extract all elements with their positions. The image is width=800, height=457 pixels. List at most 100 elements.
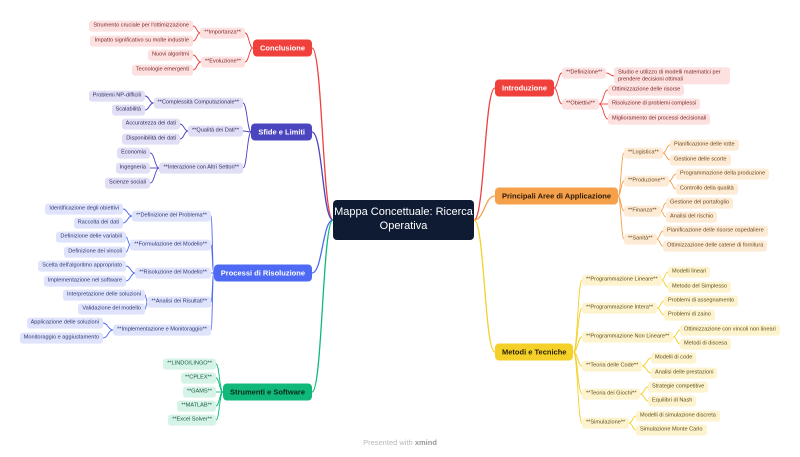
leaf-pianificazione-delle-risorse-ospedaliere[interactable]: Pianificazione delle risorse ospedaliere — [663, 225, 768, 237]
branch-strumenti-e-software[interactable]: Strumenti e Software — [222, 383, 312, 401]
leaf-implementazione-nel-software[interactable]: Implementazione nel software — [43, 275, 126, 287]
leaf-link — [640, 393, 649, 402]
subtopic-link — [553, 87, 563, 105]
subtopic-sanita[interactable]: **Sanità** — [624, 233, 657, 245]
leaf-scelta-dell-algoritmo-appropriato[interactable]: Scelta dell'algoritmo appropriato — [38, 260, 126, 272]
leaf-impatto-significativo-su-molte-industrie[interactable]: Impatto significativo su molte industrie — [90, 35, 193, 47]
leaf-problemi-di-assegnamento[interactable]: Problemi di assegnamento — [664, 295, 739, 307]
subtopic-qualita-dei-dati[interactable]: **Qualità dei Dati** — [188, 125, 243, 137]
leaf-ottimizzazione-delle-risorse[interactable]: Ottimizzazione delle risorse — [608, 84, 685, 96]
leaf-gestione-delle-scorte[interactable]: Gestione delle scorte — [670, 154, 731, 166]
leaf-strumento-cruciale-per-l-ottimizzazione[interactable]: Strumento cruciale per l'ottimizzazione — [89, 20, 193, 32]
leaf-economia[interactable]: Economia — [117, 147, 150, 159]
subtopic-produzione[interactable]: **Produzione** — [624, 175, 670, 187]
subtopic-obiettivi[interactable]: **Obiettivi** — [562, 98, 599, 110]
leaf-link — [192, 54, 202, 63]
leaf-link — [125, 244, 131, 253]
leaf-modelli-lineari[interactable]: Modelli lineari — [668, 266, 711, 278]
leaf-ottimizzazione-con-vincoli-non-lineari[interactable]: Ottimizzazione con vincoli non lineari — [680, 324, 780, 336]
leaf-metodi-di-discesa[interactable]: Metodi di discesa — [680, 338, 732, 350]
leaf-link — [629, 422, 637, 431]
leaf-applicazione-delle-soluzioni[interactable]: Applicazione delle soluzioni — [26, 317, 103, 329]
subtopic-simulazione[interactable]: **Simulazione** — [582, 417, 630, 429]
leaf-identificazione-degli-obiettivi[interactable]: Identificazione degli obiettivi — [45, 203, 123, 215]
leaf-ingegneria[interactable]: Ingegneria — [115, 162, 150, 174]
subtopic-teoria-dei-giochi[interactable]: **Teoria dei Giochi** — [582, 388, 641, 400]
subtopic-implementazione-e-monitoraggio[interactable]: **Implementazione e Monitoraggio** — [113, 324, 211, 336]
subtopic-link — [242, 131, 252, 169]
leaf-gams[interactable]: **GAMS** — [182, 386, 216, 398]
branch-introduzione[interactable]: Introduzione — [495, 79, 554, 97]
leaf-analisi-del-rischio[interactable]: Analisi del rischio — [666, 211, 718, 223]
leaf-link — [102, 322, 114, 331]
leaf-link — [673, 329, 681, 338]
subtopic-definizione[interactable]: **Definizione** — [562, 67, 607, 79]
leaf-pianificazione-delle-rotte[interactable]: Pianificazione delle rotte — [670, 139, 739, 151]
subtopic-importanza[interactable]: **Importanza** — [200, 27, 245, 39]
subtopic-complessita-computazionale[interactable]: **Complessità Computazionale** — [153, 97, 243, 109]
leaf-accuratezza-dei-dati[interactable]: Accuratezza dei dati — [121, 118, 180, 130]
leaf-miglioramento-dei-processi-decisionali[interactable]: Miglioramento dei processi decisionali — [608, 113, 711, 125]
branch-processi-di-risoluzione[interactable]: Processi di Risoluzione — [213, 264, 312, 282]
subtopic-logistica[interactable]: **Logistica** — [624, 147, 663, 159]
subtopic-link — [617, 152, 625, 197]
subtopic-link — [573, 307, 583, 353]
leaf-gestione-del-portafoglio[interactable]: Gestione del portafoglio — [666, 197, 734, 209]
leaf-link — [179, 123, 189, 132]
leaf-strategie-competitive[interactable]: Strategie competitive — [648, 381, 709, 393]
leaf-programmazione-della-produzione[interactable]: Programmazione della produzione — [676, 168, 770, 180]
subtopic-evoluzione[interactable]: **Evoluzione** — [200, 56, 245, 68]
subtopic-interazione-con-altri-settori[interactable]: **Interazione con Altri Settori** — [159, 162, 243, 174]
branch-principali-aree-di-applicazione[interactable]: Principali Aree di Applicazione — [495, 187, 619, 205]
subtopic-formulazione-del-modello[interactable]: **Formulazione del Modello** — [130, 239, 211, 251]
central-topic[interactable]: Mappa Concettuale: Ricerca Operativa — [333, 200, 474, 240]
leaf-monitoraggio-e-aggiustamento[interactable]: Monitoraggio e aggiustamento — [19, 332, 103, 344]
leaf-controllo-della-qualita[interactable]: Controllo della qualità — [676, 183, 738, 195]
branch-metodi-e-tecniche[interactable]: Metodi e Tecniche — [495, 343, 574, 361]
leaf-link — [660, 210, 667, 218]
subtopic-teoria-delle-code[interactable]: **Teoria delle Code** — [582, 360, 643, 372]
subtopic-link — [210, 244, 215, 274]
leaf-problemi-di-zaino[interactable]: Problemi di zaino — [664, 309, 715, 321]
leaf-raccolta-dei-dati[interactable]: Raccolta dei dati — [73, 217, 123, 229]
leaf-analisi-delle-prestazioni[interactable]: Analisi delle prestazioni — [651, 367, 718, 379]
subtopic-definizione-del-problema[interactable]: **Definizione del Problema** — [132, 210, 211, 222]
subtopic-risoluzione-del-modello[interactable]: **Risoluzione del Modello** — [135, 267, 211, 279]
leaf-nuovi-algoritmi[interactable]: Nuovi algoritmi — [148, 49, 193, 61]
leaf-equilibri-di-nash[interactable]: Equilibri di Nash — [648, 395, 697, 407]
leaf-link — [657, 307, 665, 316]
branch-conclusione[interactable]: Conclusione — [252, 39, 312, 57]
subtopic-programmazione-non-lineare[interactable]: **Programmazione Non Lineare** — [582, 331, 674, 343]
subtopic-programmazione-lineare[interactable]: **Programmazione Lineare** — [582, 274, 662, 286]
leaf-definizione-delle-variabili[interactable]: Definizione delle variabili — [56, 231, 126, 243]
leaf-excel-solver[interactable]: **Excel Solver** — [168, 414, 216, 426]
leaf-simulazione-monte-carlo[interactable]: Simulazione Monte Carlo — [636, 424, 707, 436]
subtopic-link — [573, 279, 583, 353]
leaf-definizione-dei-vincoli[interactable]: Definizione dei vincoli — [64, 246, 126, 258]
leaf-studio-e-utilizzo-di-modelli-matematici-per-prendere-decisioni-ottimali[interactable]: Studio e utilizzo di modelli matematici … — [614, 67, 730, 85]
leaf-metodo-del-simplesso[interactable]: Metodo del Simplesso — [668, 281, 732, 293]
leaf-cplex[interactable]: **CPLEX** — [180, 372, 216, 384]
leaf-tecnologie-emergenti[interactable]: Tecnologie emergenti — [131, 64, 193, 76]
subtopic-finanza[interactable]: **Finanza** — [624, 205, 661, 217]
leaf-lindo-lingo[interactable]: **LINDO/LINGO** — [163, 358, 216, 370]
leaf-validazione-del-modello[interactable]: Validazione del modello — [78, 303, 145, 315]
branch-sfide-e-limiti[interactable]: Sfide e Limiti — [251, 123, 312, 141]
leaf-matlab[interactable]: **MATLAB** — [177, 400, 216, 412]
leaf-link — [629, 415, 637, 424]
subtopic-analisi-dei-risultati[interactable]: **Analisi dei Risultati** — [147, 296, 211, 308]
leaf-scienze-sociali[interactable]: Scienze sociali — [105, 177, 150, 189]
leaf-disponibilita-dei-dati[interactable]: Disponibilità dei dati — [122, 133, 180, 145]
leaf-link — [192, 25, 201, 34]
leaf-modelli-di-simulazione-discreta[interactable]: Modelli di simulazione discreta — [636, 410, 720, 422]
leaf-scalabilita[interactable]: Scalabilità — [111, 104, 145, 116]
leaf-risoluzione-di-problemi-complessi[interactable]: Risoluzione di problemi complessi — [608, 98, 701, 110]
leaf-interpretazione-delle-soluzioni[interactable]: Interpretazione delle soluzioni — [62, 289, 145, 301]
leaf-ottimizzazione-delle-catene-di-fornitura[interactable]: Ottimizzazione delle catene di fornitura — [663, 240, 768, 252]
subtopic-programmazione-intera[interactable]: **Programmazione Intera** — [582, 302, 658, 314]
leaf-modelli-di-code[interactable]: Modelli di code — [651, 352, 697, 364]
leaf-problemi-np-difficili[interactable]: Problemi NP-difficili — [88, 90, 145, 102]
leaf-link — [642, 365, 652, 374]
subtopic-link — [242, 130, 252, 133]
